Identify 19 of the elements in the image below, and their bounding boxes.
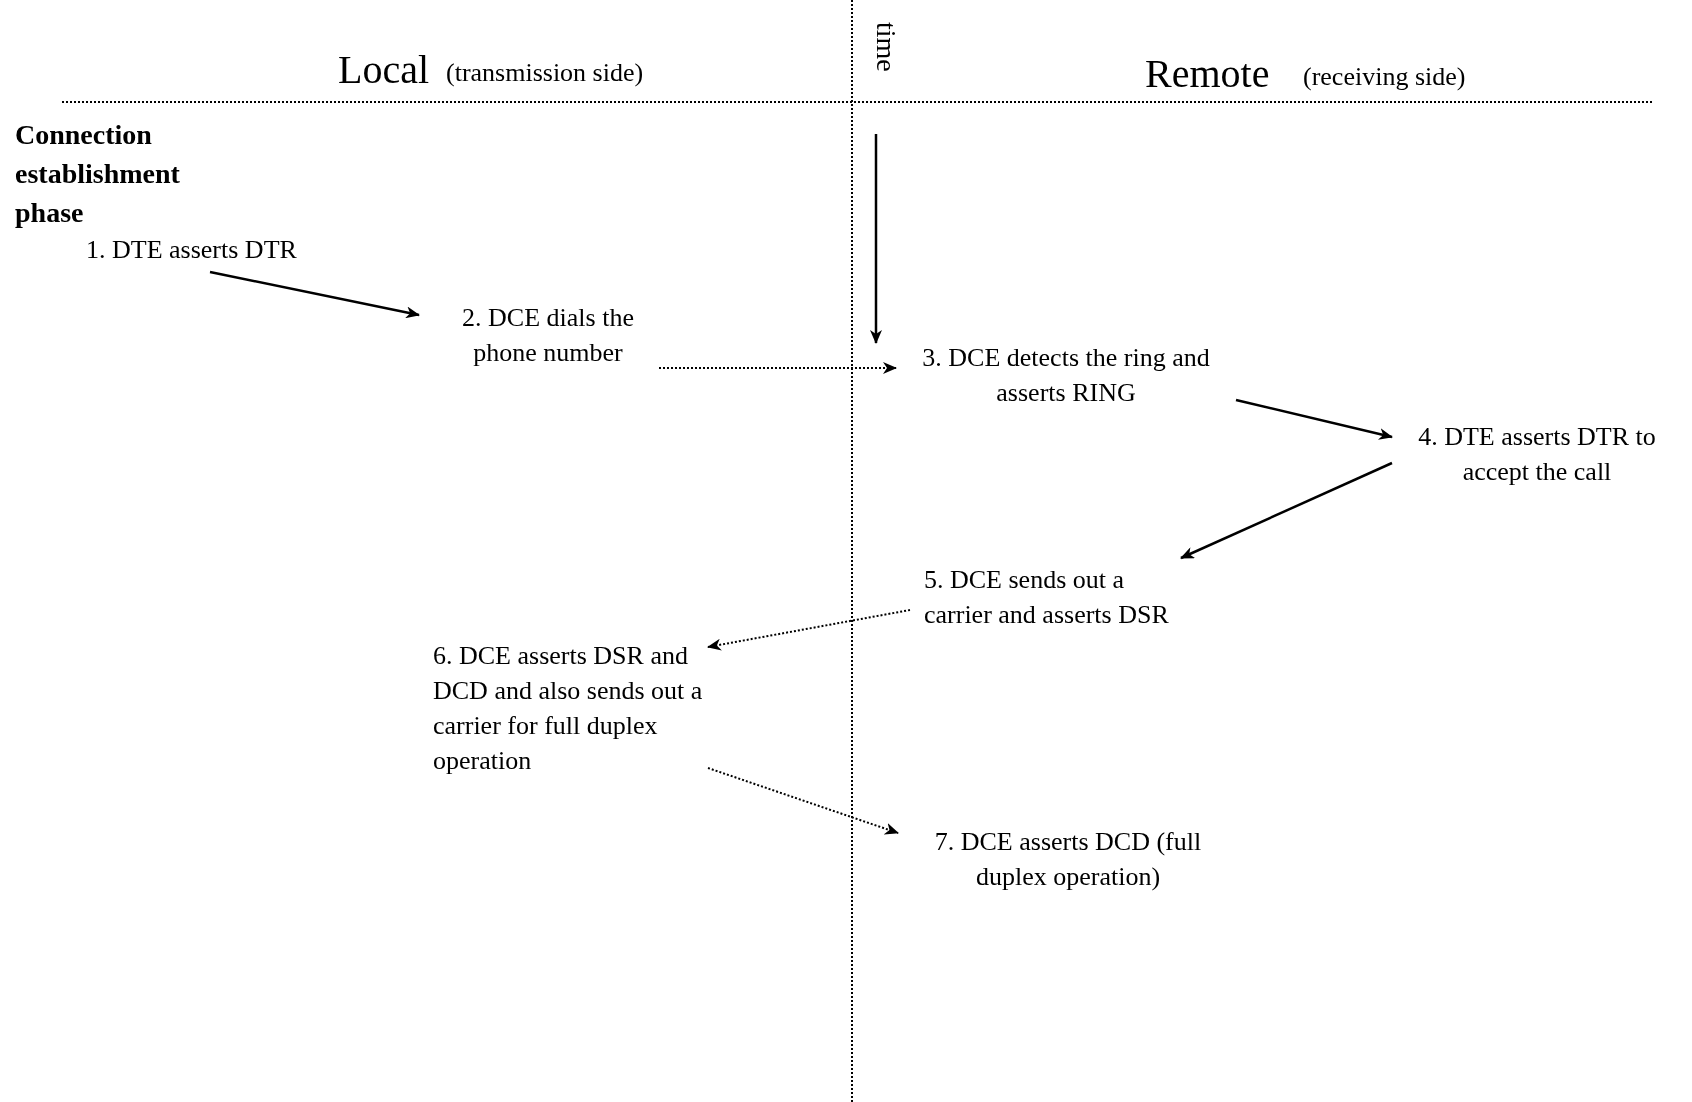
column-subheading: (receiving side) bbox=[1303, 62, 1466, 92]
arrow bbox=[209, 270, 420, 319]
phase-heading: Connection establishment phase bbox=[15, 118, 181, 230]
step-text: 6. DCE asserts DSR and DCD and also sends out a carrier for full duplex operation bbox=[433, 640, 704, 777]
arrow bbox=[1235, 398, 1393, 440]
column-heading: Remote bbox=[1145, 50, 1270, 97]
step-text: 7. DCE asserts DCD (full duplex operation) bbox=[933, 826, 1203, 893]
axis-label: time bbox=[870, 22, 902, 72]
column-heading: Local bbox=[338, 46, 430, 93]
arrow bbox=[1180, 461, 1393, 560]
step-text: 1. DTE asserts DTR bbox=[86, 234, 298, 266]
column-subheading: (transmission side) bbox=[446, 58, 644, 88]
dotted-arrow bbox=[707, 609, 911, 651]
step-text: 4. DTE asserts DTR to accept the call bbox=[1417, 421, 1657, 488]
step-text: 5. DCE sends out a carrier and asserts DSR bbox=[924, 564, 1170, 631]
step-text: 2. DCE dials the phone number bbox=[461, 302, 635, 369]
dotted-arrow bbox=[658, 362, 897, 374]
step-text: 3. DCE detects the ring and asserts RING bbox=[921, 342, 1211, 409]
dotted-arrow bbox=[707, 767, 899, 835]
